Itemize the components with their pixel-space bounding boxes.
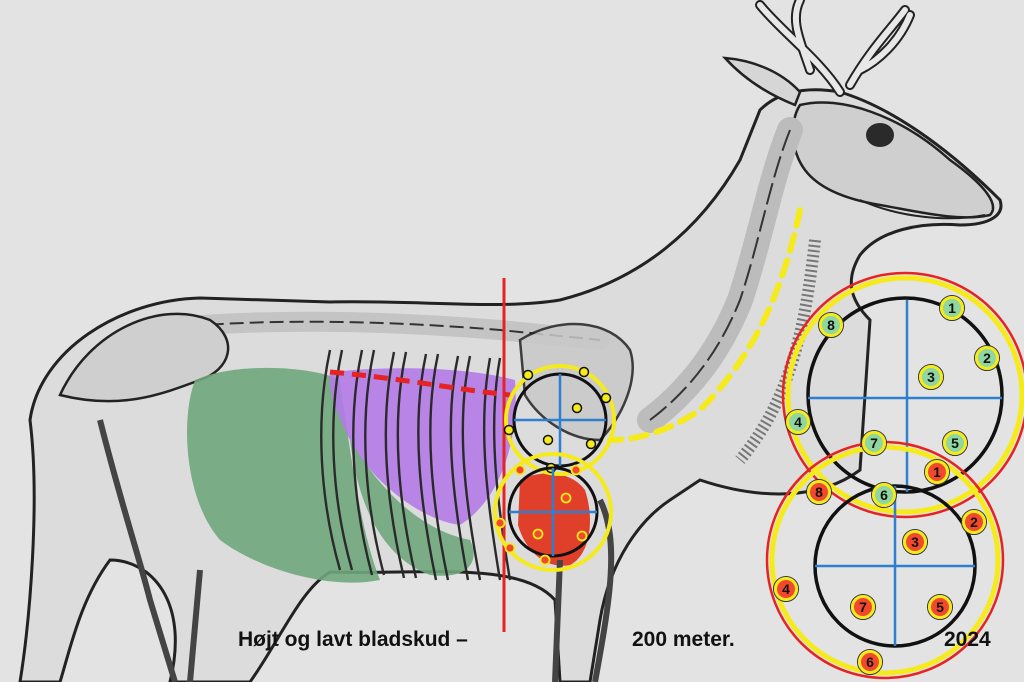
high-marker-label: 3: [927, 369, 935, 385]
stomach-area: [187, 367, 380, 583]
lung-lower: [350, 440, 474, 576]
low-marker-7: 7: [850, 594, 876, 620]
high-marker-label: 7: [870, 435, 878, 451]
low-marker-label: 3: [911, 534, 919, 550]
ear: [721, 56, 802, 107]
antler-fill: [757, 0, 913, 95]
high-marker-label: 5: [951, 435, 959, 451]
high-marker-3: 3: [918, 364, 944, 390]
low-marker-8: 8: [806, 479, 832, 505]
enlarged-target-high: [781, 271, 1024, 519]
low-marker-6: 6: [857, 649, 883, 675]
front-leg: [552, 498, 615, 682]
low-marker-4: 4: [773, 576, 799, 602]
high-marker-1: 1: [939, 295, 965, 321]
low-marker-5: 5: [927, 594, 953, 620]
eye-socket: [866, 123, 894, 147]
low-marker-label: 6: [866, 654, 874, 670]
high-marker-8: 8: [818, 312, 844, 338]
low-marker-label: 2: [970, 514, 978, 530]
body-target-high: [503, 364, 616, 476]
high-marker-label: 1: [948, 300, 956, 316]
jaw: [859, 199, 986, 220]
high-marker-5: 5: [942, 430, 968, 456]
low-marker-1: 1: [924, 459, 950, 485]
low-marker-label: 1: [933, 464, 941, 480]
high-marker-6: 6: [871, 482, 897, 508]
caption-year: 2024: [944, 628, 991, 651]
low-marker-2: 2: [961, 509, 987, 535]
high-marker-7: 7: [861, 430, 887, 456]
high-marker-label: 2: [983, 350, 991, 366]
low-marker-label: 4: [782, 581, 790, 597]
high-marker-2: 2: [974, 345, 1000, 371]
pelvis: [58, 312, 230, 403]
high-marker-4: 4: [785, 409, 811, 435]
lungs: [329, 368, 516, 525]
spinal-cord-marker: [607, 207, 803, 443]
high-marker-label: 8: [827, 317, 835, 333]
low-marker-label: 8: [815, 484, 823, 500]
low-marker-label: 7: [859, 599, 867, 615]
spine-red-marker: [329, 369, 511, 398]
low-marker-label: 5: [936, 599, 944, 615]
markers-low: 1 2 3 4 5 6 7 8: [773, 459, 987, 675]
high-marker-label: 6: [880, 487, 888, 503]
high-marker-label: 4: [794, 414, 802, 430]
caption-distance: 200 meter.: [632, 628, 735, 651]
body-target-low: [493, 452, 613, 572]
hind-leg: [97, 419, 203, 682]
markers-high: 1 2 3 4 5 6 7 8: [785, 295, 1000, 508]
neck-vertebrae-outline: [649, 129, 791, 421]
low-marker-3: 3: [902, 529, 928, 555]
caption-title: Højt og lavt bladskud –: [238, 628, 468, 651]
